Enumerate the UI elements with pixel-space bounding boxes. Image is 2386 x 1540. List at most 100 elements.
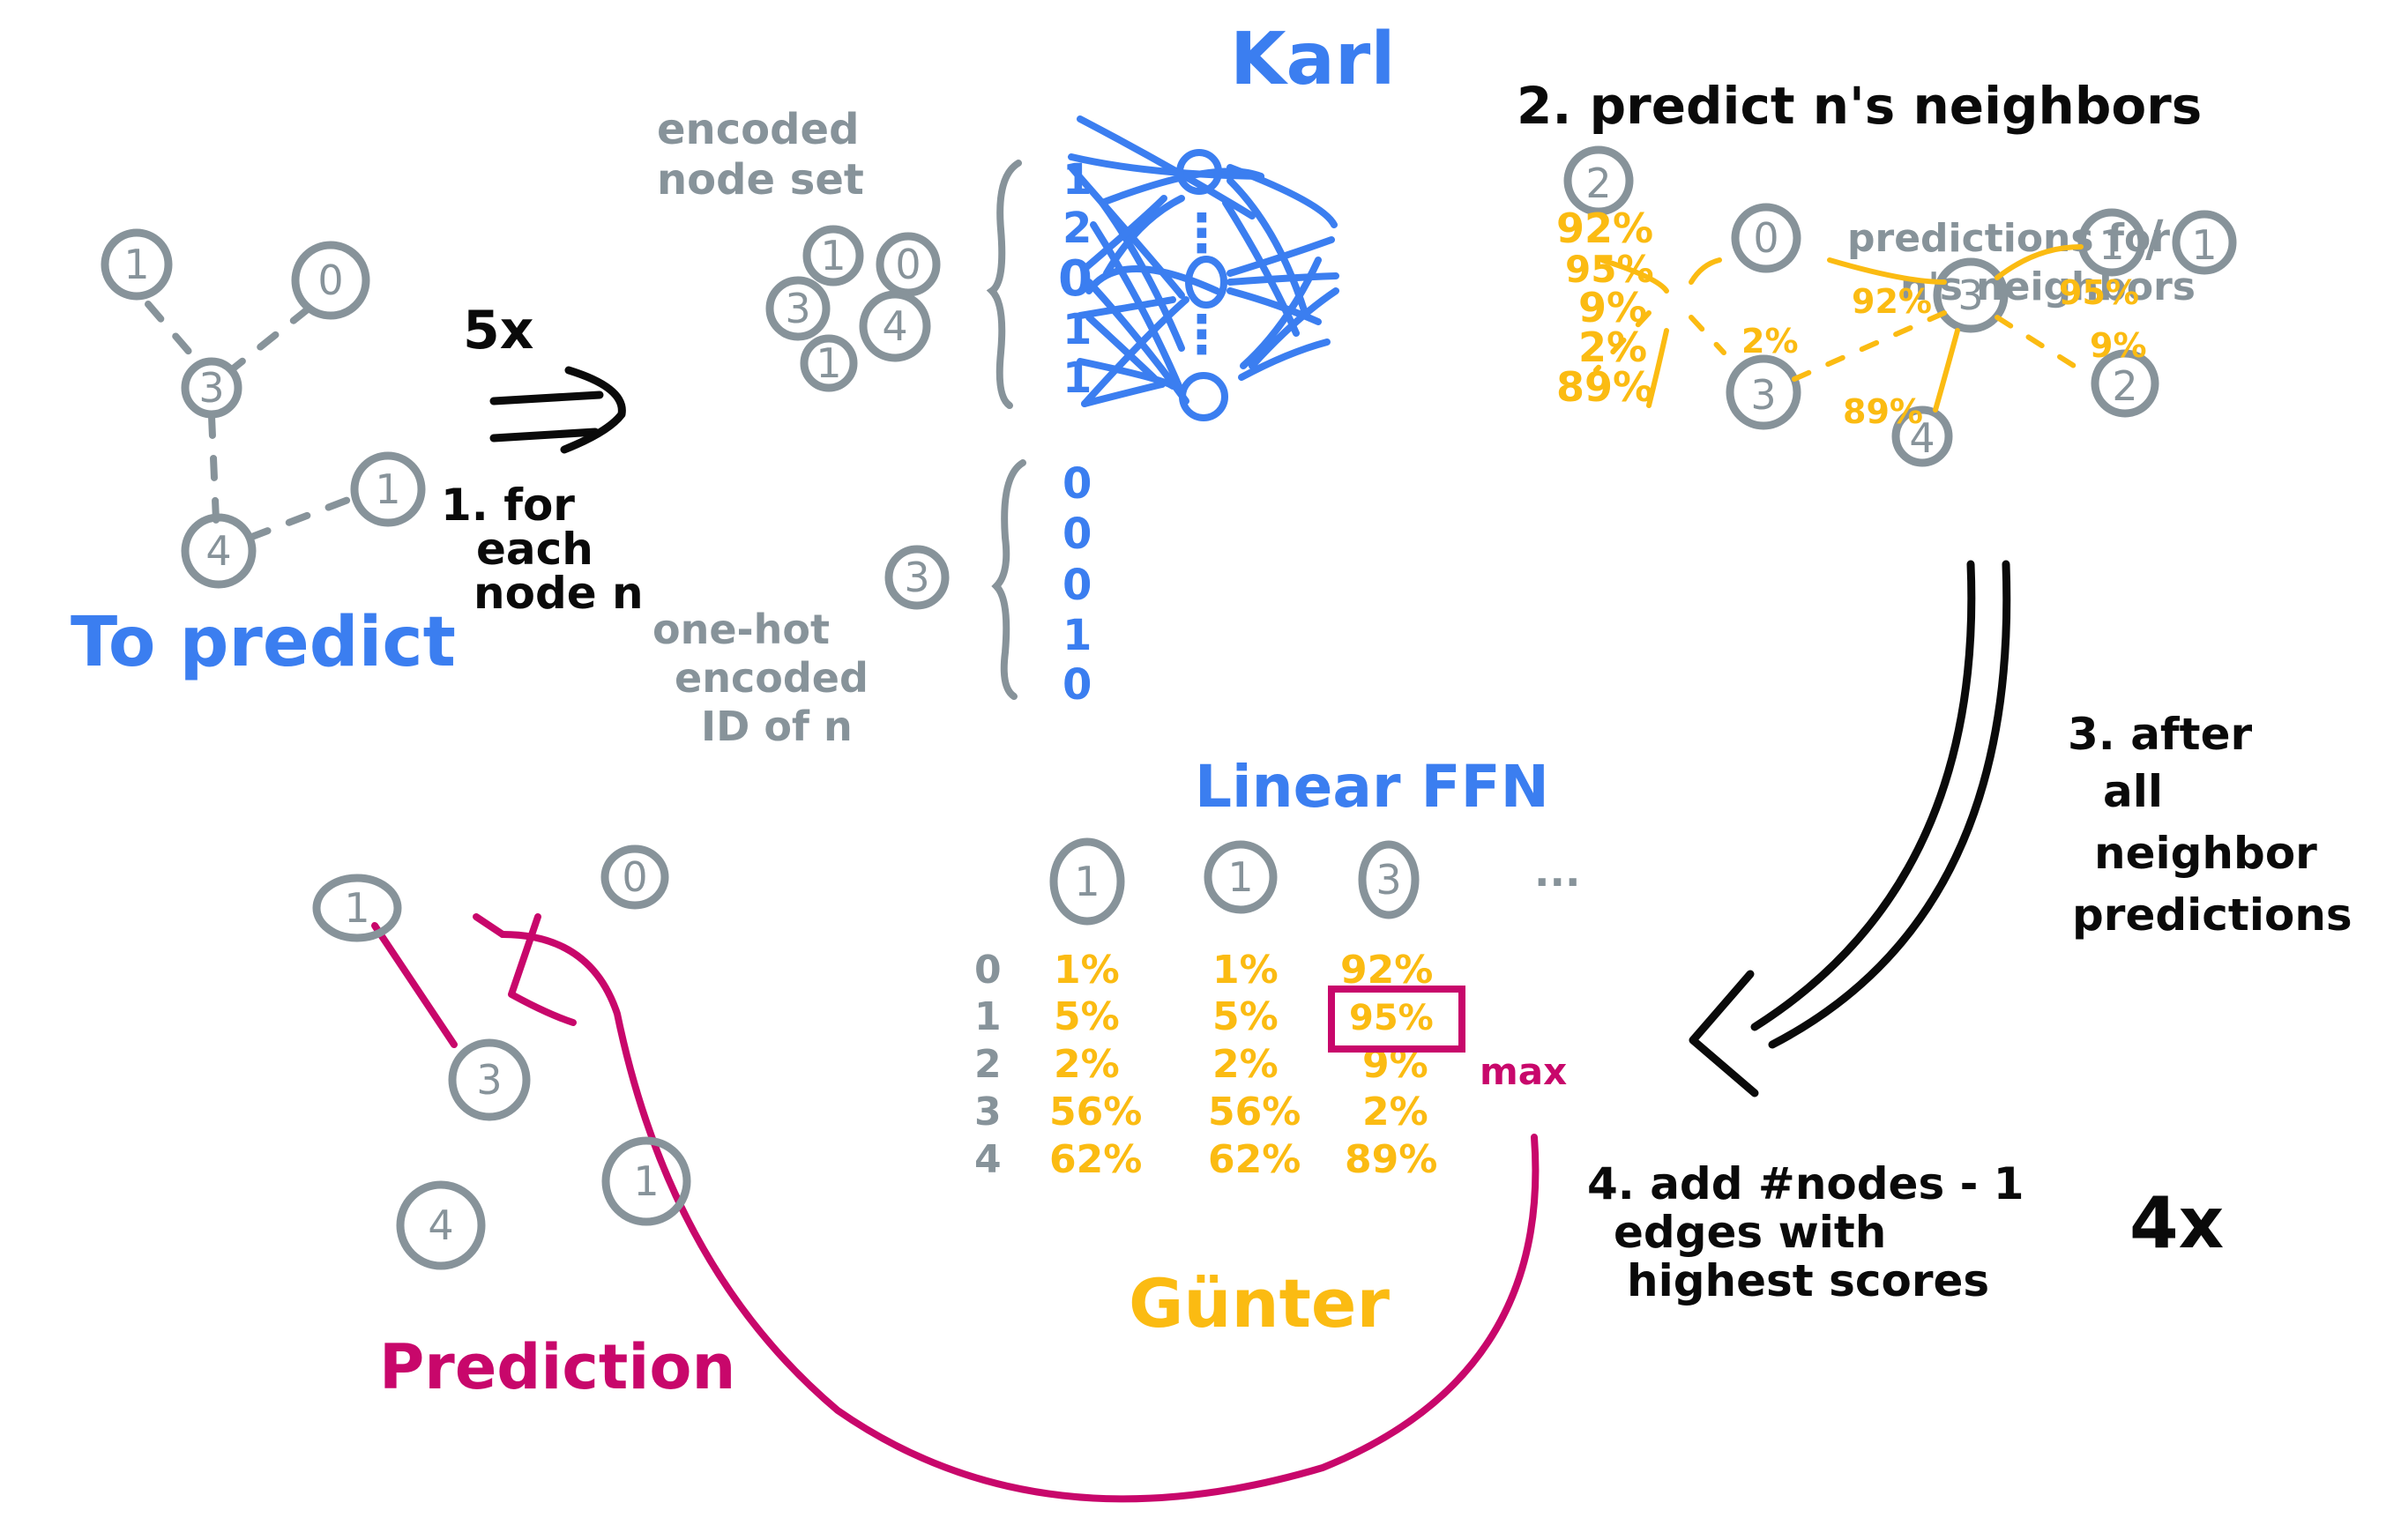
step2-label: 2. predict n's neighbors <box>1517 76 2202 136</box>
svg-text:0: 0 <box>895 241 921 288</box>
brace-icon <box>986 160 1022 409</box>
svg-text:1: 1 <box>2099 221 2124 269</box>
step1: 5x 1. for each node n <box>441 300 644 619</box>
svg-text:0: 0 <box>1753 214 1778 262</box>
svg-text:4: 4 <box>205 527 231 575</box>
neighbor-node: 0 <box>1731 203 1801 273</box>
output-score: 95% <box>1565 248 1654 291</box>
graph-node: 0 <box>600 844 669 910</box>
prediction-label: Prediction <box>379 1331 735 1403</box>
score-cell: 56% <box>1208 1090 1301 1135</box>
neighbor-score: 92% <box>1852 282 1932 321</box>
repeat-5x: 5x <box>463 300 533 361</box>
neighbor-node: 4 <box>1891 405 1953 467</box>
graph-node: 0 <box>291 241 370 320</box>
step3-line-4: predictions <box>2072 889 2352 941</box>
vector-value: 0 <box>1063 660 1092 710</box>
svg-text:3: 3 <box>1750 371 1776 419</box>
score-cell: 2% <box>1362 1090 1428 1135</box>
encoded-node-set-label: encoded <box>657 105 859 154</box>
svg-text:3: 3 <box>1376 856 1401 904</box>
score-cell: 62% <box>1208 1137 1301 1182</box>
linear-ffn-label: Linear FFN <box>1195 753 1549 821</box>
center-node: 3 <box>1933 257 2009 333</box>
one-hot-label: ID of n <box>701 703 853 750</box>
svg-text:3: 3 <box>785 285 810 332</box>
svg-text:2: 2 <box>1585 160 1611 207</box>
to-predict-graph: 1 0 3 4 1 To predict <box>71 228 456 682</box>
neighbor-node: 1 <box>2172 210 2237 275</box>
column-node: 1 <box>1049 837 1125 926</box>
svg-text:1: 1 <box>375 465 400 513</box>
graph-node: 3 <box>181 357 242 419</box>
svg-text:0: 0 <box>317 257 343 304</box>
neighbor-predictions: predictions for n's neighbors 0 3 1 / 1 … <box>1593 203 2237 467</box>
return-arrow-icon <box>473 913 1540 1503</box>
svg-text:4: 4 <box>428 1201 453 1249</box>
step4-line-2: edges with <box>1614 1207 1886 1258</box>
svg-text:3: 3 <box>904 554 929 601</box>
vector-value: 2 <box>1063 204 1092 253</box>
set-node: 4 <box>859 290 931 362</box>
target-node: 2 <box>1563 145 1634 216</box>
svg-text:3: 3 <box>198 364 224 412</box>
score-cell: 1% <box>1212 948 1279 993</box>
karl-title: Karl <box>1230 18 1395 101</box>
one-hot-label: encoded <box>675 654 869 702</box>
row-label: 0 <box>974 948 1002 993</box>
score-cell: 1% <box>1054 948 1120 993</box>
svg-text:3: 3 <box>476 1056 502 1104</box>
score-cell: 5% <box>1212 994 1279 1039</box>
vector-value: 1 <box>1063 611 1092 660</box>
set-node: 0 <box>876 232 941 297</box>
step3-line-3: neighbor <box>2094 828 2317 879</box>
neighbor-score: 2% <box>1741 322 1799 361</box>
step4-line-1: 4. add #nodes - 1 <box>1587 1158 2024 1209</box>
set-node: 1 <box>802 225 864 286</box>
one-hot-label: one-hot <box>652 606 830 653</box>
network-edges <box>1068 115 1264 407</box>
network-edges <box>1222 164 1339 381</box>
svg-text:3: 3 <box>1957 272 1983 319</box>
double-arrow-icon <box>489 366 626 454</box>
neighbor-node: 3 <box>1726 354 1801 430</box>
graph-node: 1 <box>101 228 173 301</box>
curved-double-arrow-icon <box>1689 560 2011 1097</box>
svg-text:2: 2 <box>2112 362 2137 410</box>
step4: 4. add #nodes - 1 edges with highest sco… <box>1587 1158 2224 1306</box>
neighbor-score: 9% <box>2090 326 2147 365</box>
output-score: 2% <box>1578 324 1647 371</box>
svg-text:4: 4 <box>1909 414 1935 462</box>
row-label: 3 <box>974 1090 1002 1135</box>
graph-node: 3 <box>448 1038 531 1121</box>
graph-node: 4 <box>181 513 257 589</box>
svg-text:1: 1 <box>344 884 369 932</box>
neighbor-score: 95% <box>2059 273 2139 312</box>
neighbor-score: 89% <box>1843 392 1923 431</box>
more-columns-ellipsis: ... <box>1534 848 1580 896</box>
score-cell: 2% <box>1054 1042 1120 1087</box>
score-cell: 2% <box>1212 1042 1279 1087</box>
graph-node: 1 <box>601 1136 691 1226</box>
step1-line-1: 1. for <box>441 480 575 531</box>
hidden-neuron <box>1176 149 1222 195</box>
prediction-graph: 1 0 3 4 1 Prediction <box>312 844 735 1403</box>
step3: 3. after all neighbor predictions <box>1689 560 2352 1097</box>
step4-line-3: highest scores <box>1627 1255 1989 1306</box>
max-highlight-box <box>1328 986 1465 1053</box>
row-label: 1 <box>974 994 1002 1039</box>
score-cell: 5% <box>1054 994 1120 1039</box>
karl-network: Karl ⋮ ⋮ <box>1068 18 1395 421</box>
svg-text:0: 0 <box>622 853 647 901</box>
output-score: 89% <box>1556 363 1653 411</box>
score-cell: 89% <box>1345 1137 1437 1182</box>
column-node: 3 <box>1358 840 1420 919</box>
repeat-4x: 4x <box>2129 1182 2224 1264</box>
vector-value: 0 <box>1063 561 1092 610</box>
slash-separator: / <box>2145 211 2164 268</box>
max-label: max <box>1480 1050 1567 1093</box>
neighbor-node: 2 <box>2091 349 2159 418</box>
to-predict-label: To predict <box>71 603 456 682</box>
row-label: 2 <box>974 1042 1002 1087</box>
